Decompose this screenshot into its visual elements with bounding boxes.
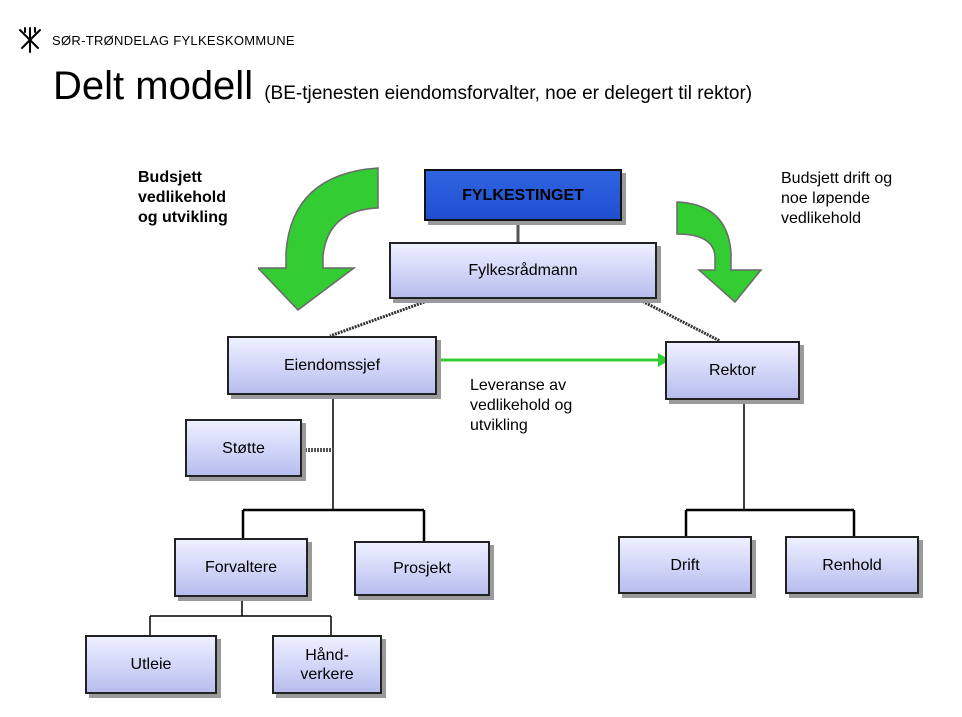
note-budget-maintenance: Budsjett vedlikehold og utvikling	[138, 168, 228, 228]
note-line: Budsjett	[138, 169, 202, 186]
note-line: og utvikling	[138, 209, 228, 226]
note-line: utvikling	[470, 417, 528, 434]
note-line: noe løpende	[781, 190, 870, 207]
node-utleie: Utleie	[85, 635, 217, 694]
logo-icon	[19, 27, 41, 53]
note-delivery: Leveranse av vedlikehold og utvikling	[470, 376, 572, 436]
node-fylkestinget: FYLKESTINGET	[424, 169, 622, 221]
title-text: Delt modell	[53, 64, 254, 108]
note-line: Leveranse av	[470, 377, 567, 394]
page-title: Delt modell (BE-tjenesten eiendomsforval…	[53, 64, 752, 109]
note-line: Budsjett drift og	[781, 170, 893, 187]
note-line: vedlikehold	[138, 189, 227, 206]
node-handverkere: Hånd- verkere	[272, 635, 382, 694]
node-label-line: verkere	[300, 665, 354, 683]
node-renhold: Renhold	[785, 536, 919, 594]
node-rektor: Rektor	[665, 341, 800, 400]
note-line: vedlikehold og	[470, 397, 573, 414]
node-label-line: Hånd-	[305, 646, 349, 664]
right-green-arrow-icon	[676, 201, 763, 304]
node-forvaltere: Forvaltere	[174, 538, 308, 597]
left-green-arrow-icon	[258, 167, 379, 311]
node-prosjekt: Prosjekt	[354, 541, 490, 596]
node-eiendomssjef: Eiendomssjef	[227, 336, 437, 395]
note-line: vedlikehold	[781, 210, 862, 227]
note-budget-operations: Budsjett drift og noe løpende vedlikehol…	[781, 169, 892, 229]
node-fylkesradmann: Fylkesrådmann	[389, 242, 657, 299]
node-stotte: Støtte	[185, 419, 302, 477]
page-subtitle: (BE-tjenesten eiendomsforvalter, noe er …	[264, 83, 753, 104]
node-drift: Drift	[618, 536, 752, 594]
org-name: SØR-TRØNDELAG FYLKESKOMMUNE	[52, 33, 295, 48]
